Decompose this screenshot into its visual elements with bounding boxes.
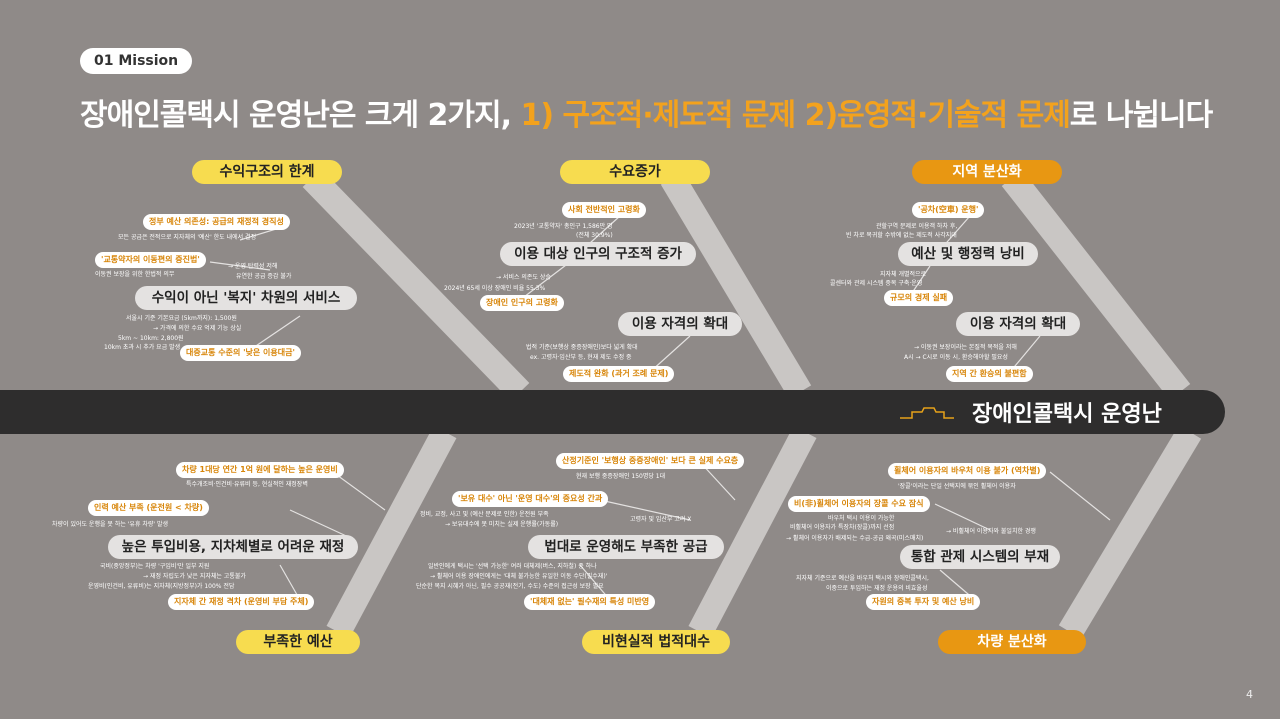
cause-text: → 보유대수에 못 미치는 실제 운행률(가동률) [445,521,559,528]
cause-text: → 재정 자립도가 낮은 지자체는 고통불가 [143,573,246,580]
taxi-outline-icon [900,407,954,419]
cause-text: 일반인에게 택시는 '선택 가능한' 여러 대체제(버스, 지하철) 중 하나 [428,563,597,570]
cause-text: 모든 공급은 전적으로 지자체의 '예산' 한도 내에서 결정 [118,234,257,241]
cause-text: 운영비(인건비, 유류비)는 지자체(지방정부)가 100% 전담 [88,583,235,590]
spine-title: 장애인콜택시 운영난 [972,402,1162,427]
sub-cause-pill: 이용 자격의 확대 [618,312,742,336]
sub-cause-pill: 높은 투입비용, 지차체별로 어려운 재정 [108,535,358,559]
cause-tag: 비(非)휠체어 이용자의 장콜 수요 잠식 [788,496,930,512]
cause-text: ex. 고령자·임산부 등, 현재 제도 수정 중 [530,354,632,361]
cause-text: 유연한 공급 증감 불가 [236,273,292,280]
cause-text: → 휠체어 이용자가 배제되는 수급-공급 왜곡(미스매치) [786,535,924,542]
cause-text: 이동권 보장을 위한 한법적 의무 [95,271,175,278]
page-title: 장애인콜택시 운영난은 크게 2가지, 1) 구조적·제도적 문제 2)운영적·… [80,90,1260,134]
cause-text: 콜센터와 관제 시스템 중복 구축·운영 [830,280,923,287]
fishbone-spine [0,390,1225,434]
page-number: 4 [1246,688,1253,701]
sub-cause-pill: 이용 대상 인구의 구조적 증가 [500,242,696,266]
cause-tag: 휠체어 이용자의 바우처 이용 불가 (역차별) [888,463,1047,479]
cause-text: 10km 초과 시 추가 요금 발생 [104,344,181,351]
cause-text: → 서비스 의존도 상승 [496,274,551,281]
title-highlight: 1) 구조적·제도적 문제 2)운영적·기술적 문제 [520,98,1070,133]
cause-tag: 대중교통 수준의 '낮은 이용대금' [180,345,301,361]
cause-text: '장콜'이라는 단일 선택지에 묶인 휠체어 이용자 [898,483,1016,490]
cause-text: 2024년 65세 이상 장애인 비율 55.3% [444,285,546,292]
title-part-1: 장애인콜택시 운영난은 크게 2가지, [80,98,521,133]
cause-tag: 사회 전반적인 고령화 [562,202,646,218]
category-vehicle-fragmentation: 차량 분산화 [938,630,1086,654]
cause-tag: 규모의 경제 실패 [884,290,954,306]
cause-tag: 지역 간 환승의 불편함 [946,366,1033,382]
cause-text: 5km ~ 10km: 2,800원 [118,335,184,342]
bone-bottom-1 [326,425,457,639]
cause-text: 특수개조비·인건비·유류비 등, 현실적인 재정장벽 [186,481,308,488]
category-revenue-limit: 수익구조의 한계 [192,160,342,184]
category-unrealistic-legal-quota: 비현실적 법적대수 [582,630,730,654]
cause-text: 법적 기준(보행상 중증장애인)보다 넓게 확대 [526,344,638,351]
bone-bottom-3 [1058,425,1202,639]
cause-tag: '보유 대수' 아닌 '운영 대수'의 중요성 간과 [452,491,609,507]
cause-text: → 가격에 의한 수요 억제 기능 상실 [153,325,242,332]
cause-tag: 정부 예산 의존성: 공급의 재정적 경직성 [143,214,290,230]
cause-tag: 인력 예산 부족 (운전원 < 차량) [88,500,209,516]
cause-tag: '교통약자의 이동편의 증진법' [95,252,206,268]
cause-text: 이중으로 투입하는 재정 운용의 비효율성 [826,585,928,592]
cause-text: 지자체 기준으로 예산을 바우처 택시와 장애인콜택시, [796,575,929,582]
category-demand-increase: 수요증가 [560,160,710,184]
sub-cause-pill: 예산 및 행정력 낭비 [898,242,1038,266]
cause-tag: 지자체 간 재정 격차 (운영비 부담 주체) [168,594,315,610]
cause-text: 정비, 교정, 사고 및 (예산 문제로 인한) 운전원 부족 [420,511,549,518]
bone-bottom-2 [688,425,817,639]
cause-text: 관할구역 문제로 이용객 하차 후, [876,223,958,230]
bone-top-2 [660,171,812,399]
cause-text: → 운영 탄력성 저해 [228,263,278,270]
cause-text: 고령자 및 임산부 고려 X [630,516,692,523]
cause-tag: 차량 1대당 연간 1억 원에 달하는 높은 운영비 [176,462,344,478]
cause-tag: 자원의 중복 투자 및 예산 낭비 [866,594,981,610]
cause-text: (전체 30.9%) [576,232,613,239]
bone-top-3 [1001,169,1191,401]
cause-tag: 제도적 완화 (과거 조례 문제) [563,366,675,382]
cause-text: 서울시 기준 기본요금 (5km까지): 1,500원 [126,315,237,322]
category-regional-fragmentation: 지역 분산화 [912,160,1062,184]
cause-text: 지자체 개별적으로 [880,271,927,278]
category-insufficient-budget: 부족한 예산 [236,630,360,654]
cause-text: 단순한 복지 시혜가 아닌, 필수 공공재(전기, 수도) 수준의 접근성 보장… [416,583,604,590]
cause-tag: 산정기준인 '보행상 중증장애인' 보다 큰 실제 수요층 [556,453,745,469]
cause-text: 2023년 '교통약자' 총인구 1,586만 명 [514,223,613,230]
sub-cause-pill: 법대로 운영해도 부족한 공급 [528,535,724,559]
title-part-2: 로 나뉩니다 [1069,98,1213,133]
cause-text: 바우처 택시 이용이 가능한 [828,515,895,522]
section-tag: 01 Mission [80,48,193,74]
cause-text: A시 → C시로 이동 시, 환승해야할 필요성 [904,354,1008,361]
cause-text: 차량이 있어도 운행을 못 하는 '유휴 차량' 발생 [52,521,169,528]
sub-cause-pill: 통합 관제 시스템의 부재 [900,545,1060,569]
cause-text: 현재 보행 중증장애인 150명당 1대 [576,473,666,480]
cause-tag: 장애인 인구의 고령화 [480,295,564,311]
cause-text: → 휠체어 이용 장애인에게는 '대체 불가능한 유일한 이동 수단(필수재)' [430,573,608,580]
cause-text: 국비(중앙정부)는 차량 '구입비'만 일부 지원 [100,563,210,570]
bone-top-1 [302,168,530,402]
cause-tag: '공차(空車) 운행' [912,202,985,218]
cause-text: → 비휠체어 이용자와 불일치한 경쟁 [946,528,1036,535]
sub-cause-pill: 수익이 아닌 '복지' 차원의 서비스 [135,286,357,310]
cause-text: 빈 차로 복귀할 수밖에 없는 제도적 사각지대 [846,232,957,239]
cause-tag: '대체재 없는' 필수재의 특성 미반영 [524,594,656,610]
sub-cause-pill: 이용 자격의 확대 [956,312,1080,336]
cause-text: 비휠체어 이용자가 특장차(장콜)까지 선점 [790,524,895,531]
cause-text: → 이동권 보장이라는 본질적 목적을 저해 [914,344,1017,351]
